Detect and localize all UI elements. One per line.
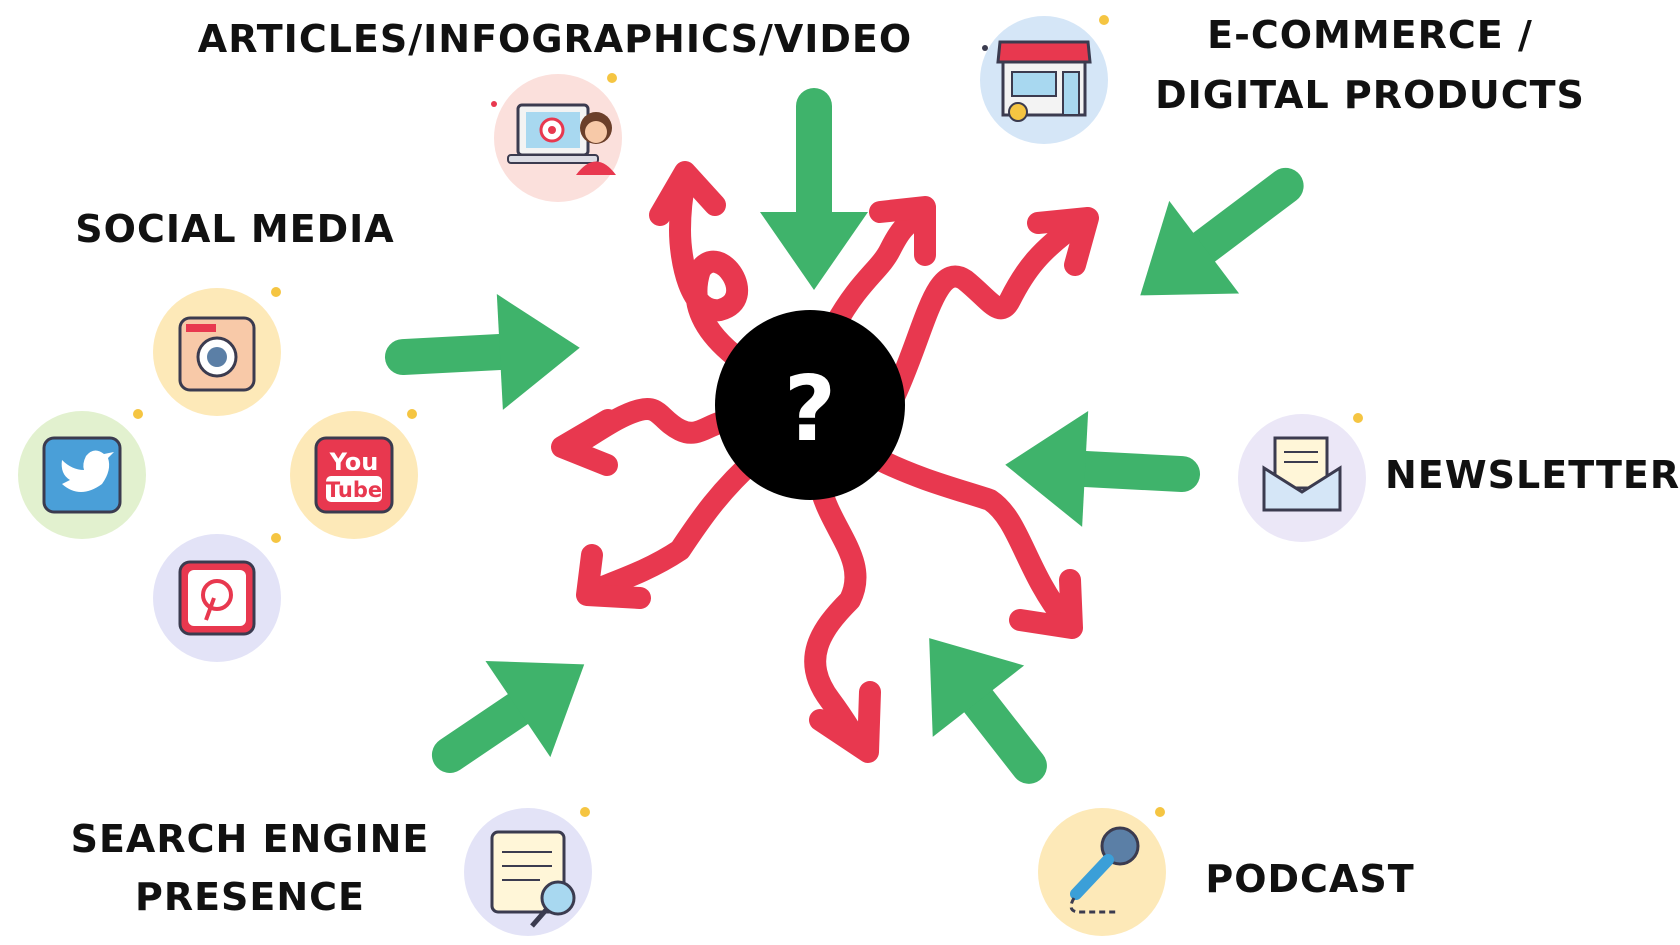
svg-text:Tube: Tube xyxy=(326,478,382,502)
inbound-arrows xyxy=(384,88,1304,784)
red-arrow-up-left xyxy=(669,169,751,371)
svg-text:You: You xyxy=(329,448,379,476)
label-search-line1: SEARCH ENGINE xyxy=(70,817,430,861)
center-node: ? xyxy=(715,310,905,500)
red-arrow-up-right xyxy=(824,204,931,336)
red-arrowhead-left xyxy=(551,409,619,476)
label-podcast: PODCAST xyxy=(1205,857,1415,901)
instagram-camera-icon xyxy=(153,287,281,416)
label-ecommerce-line2: DIGITAL PRODUCTS xyxy=(1155,73,1585,117)
red-arrowhead-down-left xyxy=(576,544,651,609)
green-arrow-bottom-right xyxy=(929,638,1047,784)
red-arrow-down xyxy=(804,474,871,756)
green-arrow-right xyxy=(1005,411,1201,527)
storefront-icon xyxy=(980,15,1109,144)
center-circle xyxy=(715,310,905,500)
red-arrowhead-down-right xyxy=(1009,569,1083,639)
green-arrow-bottom-left xyxy=(431,660,585,773)
green-arrow-left xyxy=(384,294,580,410)
green-arrow-top-right xyxy=(1140,167,1304,296)
twitter-bird-icon xyxy=(18,409,146,539)
label-articles: ARTICLES/INFOGRAPHICS/VIDEO xyxy=(197,17,913,61)
document-magnifier-icon xyxy=(464,807,592,936)
green-arrow-top xyxy=(760,88,868,290)
label-newsletter: NEWSLETTER xyxy=(1385,453,1680,497)
label-social-media: SOCIAL MEDIA xyxy=(75,207,395,251)
youtube-icon: You Tube xyxy=(290,409,418,539)
red-arrowhead-down xyxy=(809,681,881,763)
red-arrowhead-up-right xyxy=(869,196,936,266)
red-arrowhead-right-up xyxy=(1027,207,1099,276)
center-question-mark: ? xyxy=(784,357,836,462)
red-arrow-down-left xyxy=(584,444,771,601)
label-ecommerce-line1: E-COMMERCE / xyxy=(1207,13,1533,57)
red-arrow-down-right xyxy=(869,449,1076,631)
outbound-arrows xyxy=(551,161,1099,763)
pinterest-icon xyxy=(153,533,281,662)
red-arrow-right-up xyxy=(884,211,1091,406)
red-arrowhead-up-left xyxy=(649,161,726,226)
envelope-letter-icon xyxy=(1238,413,1366,542)
laptop-person-icon xyxy=(491,73,622,202)
label-search-line2: PRESENCE xyxy=(134,875,366,919)
microphone-icon xyxy=(1038,807,1166,936)
